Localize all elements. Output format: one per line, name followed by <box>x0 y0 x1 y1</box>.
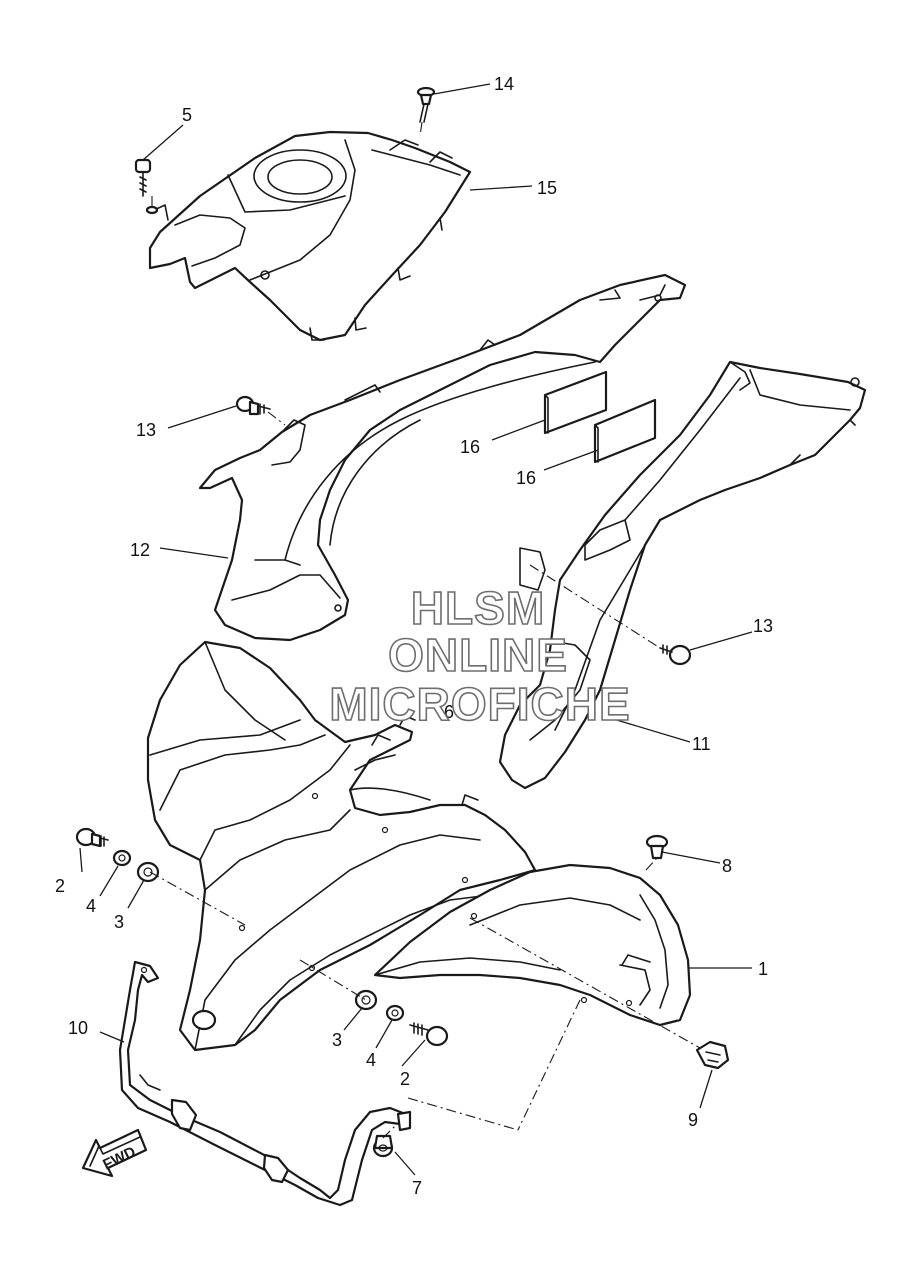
callout-9: 9 <box>688 1110 698 1130</box>
part-5-screw <box>134 158 159 215</box>
part-14-rivet <box>416 86 436 123</box>
callout-15: 15 <box>537 178 557 198</box>
part-2-bolt-left <box>75 827 109 848</box>
part-8-screw <box>645 834 669 860</box>
watermark: HLSM ONLINE MICROFICHE <box>329 581 631 731</box>
callout-2: 2 <box>55 876 65 896</box>
part-13-screw-upper <box>235 395 271 416</box>
reference-lines <box>149 121 701 1139</box>
callout-16: 16 <box>516 468 536 488</box>
callout-7: 7 <box>412 1178 422 1198</box>
part-6-front-fender-housing <box>146 640 537 1052</box>
watermark-line-3: MICROFICHE <box>329 678 630 730</box>
callout-2: 2 <box>400 1069 410 1089</box>
part-3-grommet-left <box>136 861 160 883</box>
callouts: 1 2 2 3 3 4 4 5 6 7 8 9 10 11 12 13 13 1… <box>55 74 773 1198</box>
callout-16: 16 <box>460 437 480 457</box>
part-7-nut <box>372 1134 394 1158</box>
callout-11: 11 <box>692 734 711 754</box>
callout-12: 12 <box>130 540 150 560</box>
part-12-left-side-panel <box>198 273 687 642</box>
callout-13: 13 <box>753 616 773 636</box>
part-10-bar <box>118 960 412 1207</box>
callout-4: 4 <box>86 896 96 916</box>
callout-3: 3 <box>332 1030 342 1050</box>
watermark-line-2: ONLINE <box>388 629 568 681</box>
callout-3: 3 <box>114 912 124 932</box>
part-1-front-fender <box>373 863 692 1027</box>
part-4-washer-left <box>112 849 132 867</box>
leader-lines <box>79 83 753 1176</box>
callout-13: 13 <box>136 420 156 440</box>
callout-8: 8 <box>722 856 732 876</box>
callout-14: 14 <box>494 74 514 94</box>
watermark-line-1: HLSM <box>411 582 545 634</box>
part-13-screw-lower <box>659 644 692 666</box>
fwd-arrow-icon <box>81 1128 148 1178</box>
callout-4: 4 <box>366 1050 376 1070</box>
callout-6: 6 <box>444 702 454 722</box>
part-3-grommet-lower <box>354 989 378 1011</box>
part-9-clip <box>695 1040 730 1070</box>
callout-5: 5 <box>182 105 192 125</box>
part-2-bolt-lower <box>409 1022 449 1047</box>
callout-10: 10 <box>68 1018 88 1038</box>
part-11-right-side-panel <box>498 360 867 790</box>
part-4-washer-lower <box>385 1004 405 1022</box>
part-15-top-cover <box>148 130 472 342</box>
callout-1: 1 <box>758 959 768 979</box>
